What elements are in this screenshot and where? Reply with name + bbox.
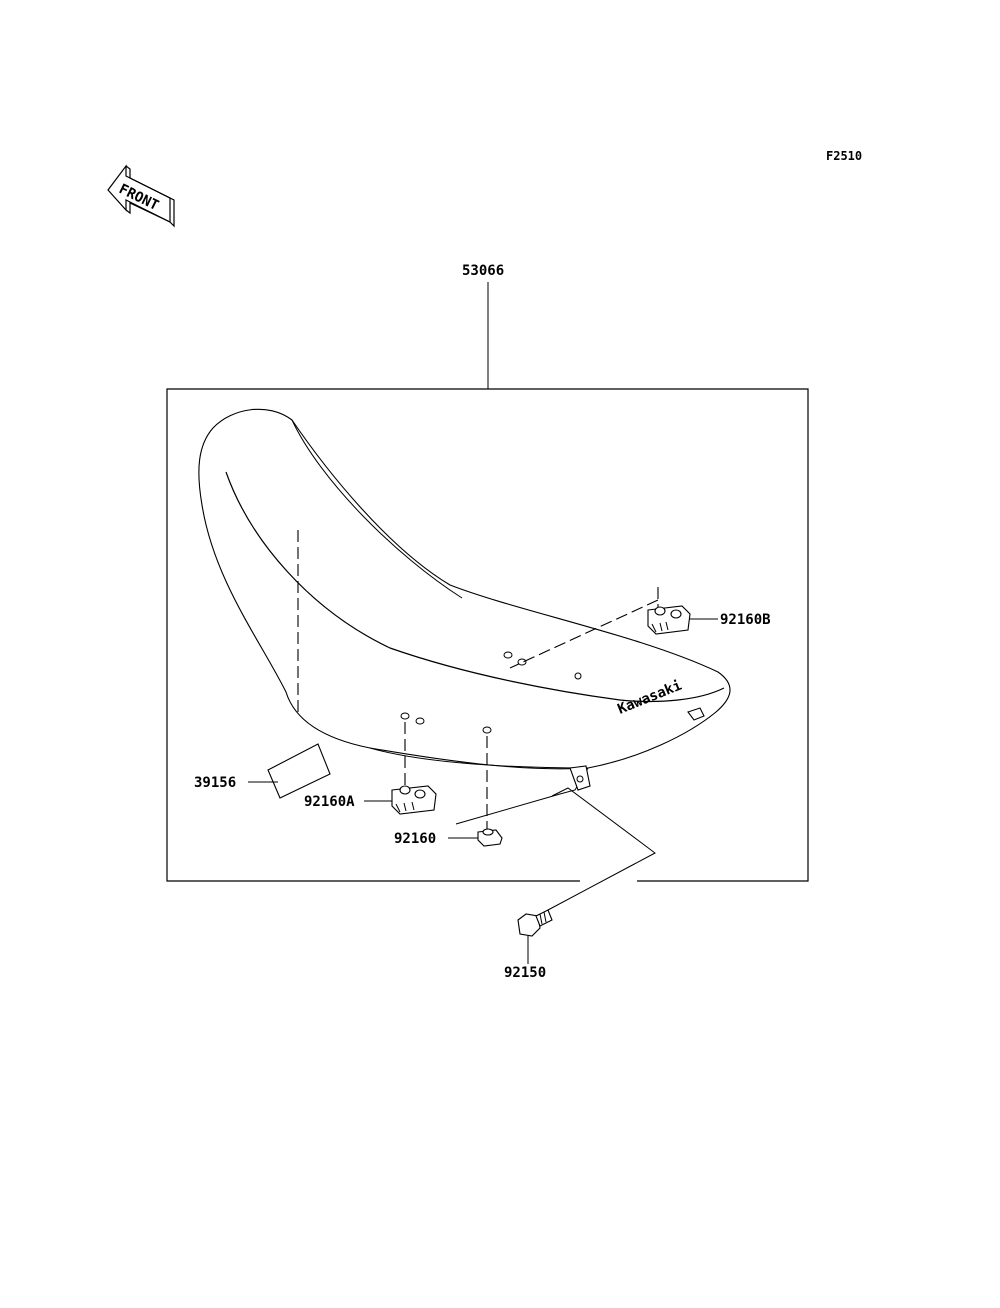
part-label-92160a[interactable]: 92160A — [304, 794, 355, 810]
damper-92160b[interactable] — [647, 605, 691, 635]
part-label-39156[interactable]: 39156 — [194, 775, 236, 791]
label-sticker-39156[interactable] — [267, 743, 331, 799]
figure-reference: F2510 — [826, 149, 862, 163]
part-label-92160[interactable]: 92160 — [394, 831, 436, 847]
front-arrow-icon: FRONT — [107, 164, 175, 228]
part-label-92160b[interactable]: 92160B — [720, 612, 771, 628]
front-label: FRONT — [116, 181, 161, 214]
part-label-92150[interactable]: 92150 — [504, 965, 546, 981]
damper-92160[interactable] — [477, 828, 503, 847]
assembly-frame — [166, 388, 809, 882]
seat[interactable]: Kawasaki — [198, 408, 731, 825]
bolt-92150[interactable] — [517, 909, 553, 937]
damper-92160a[interactable] — [391, 785, 437, 815]
part-label-53066[interactable]: 53066 — [462, 263, 504, 279]
